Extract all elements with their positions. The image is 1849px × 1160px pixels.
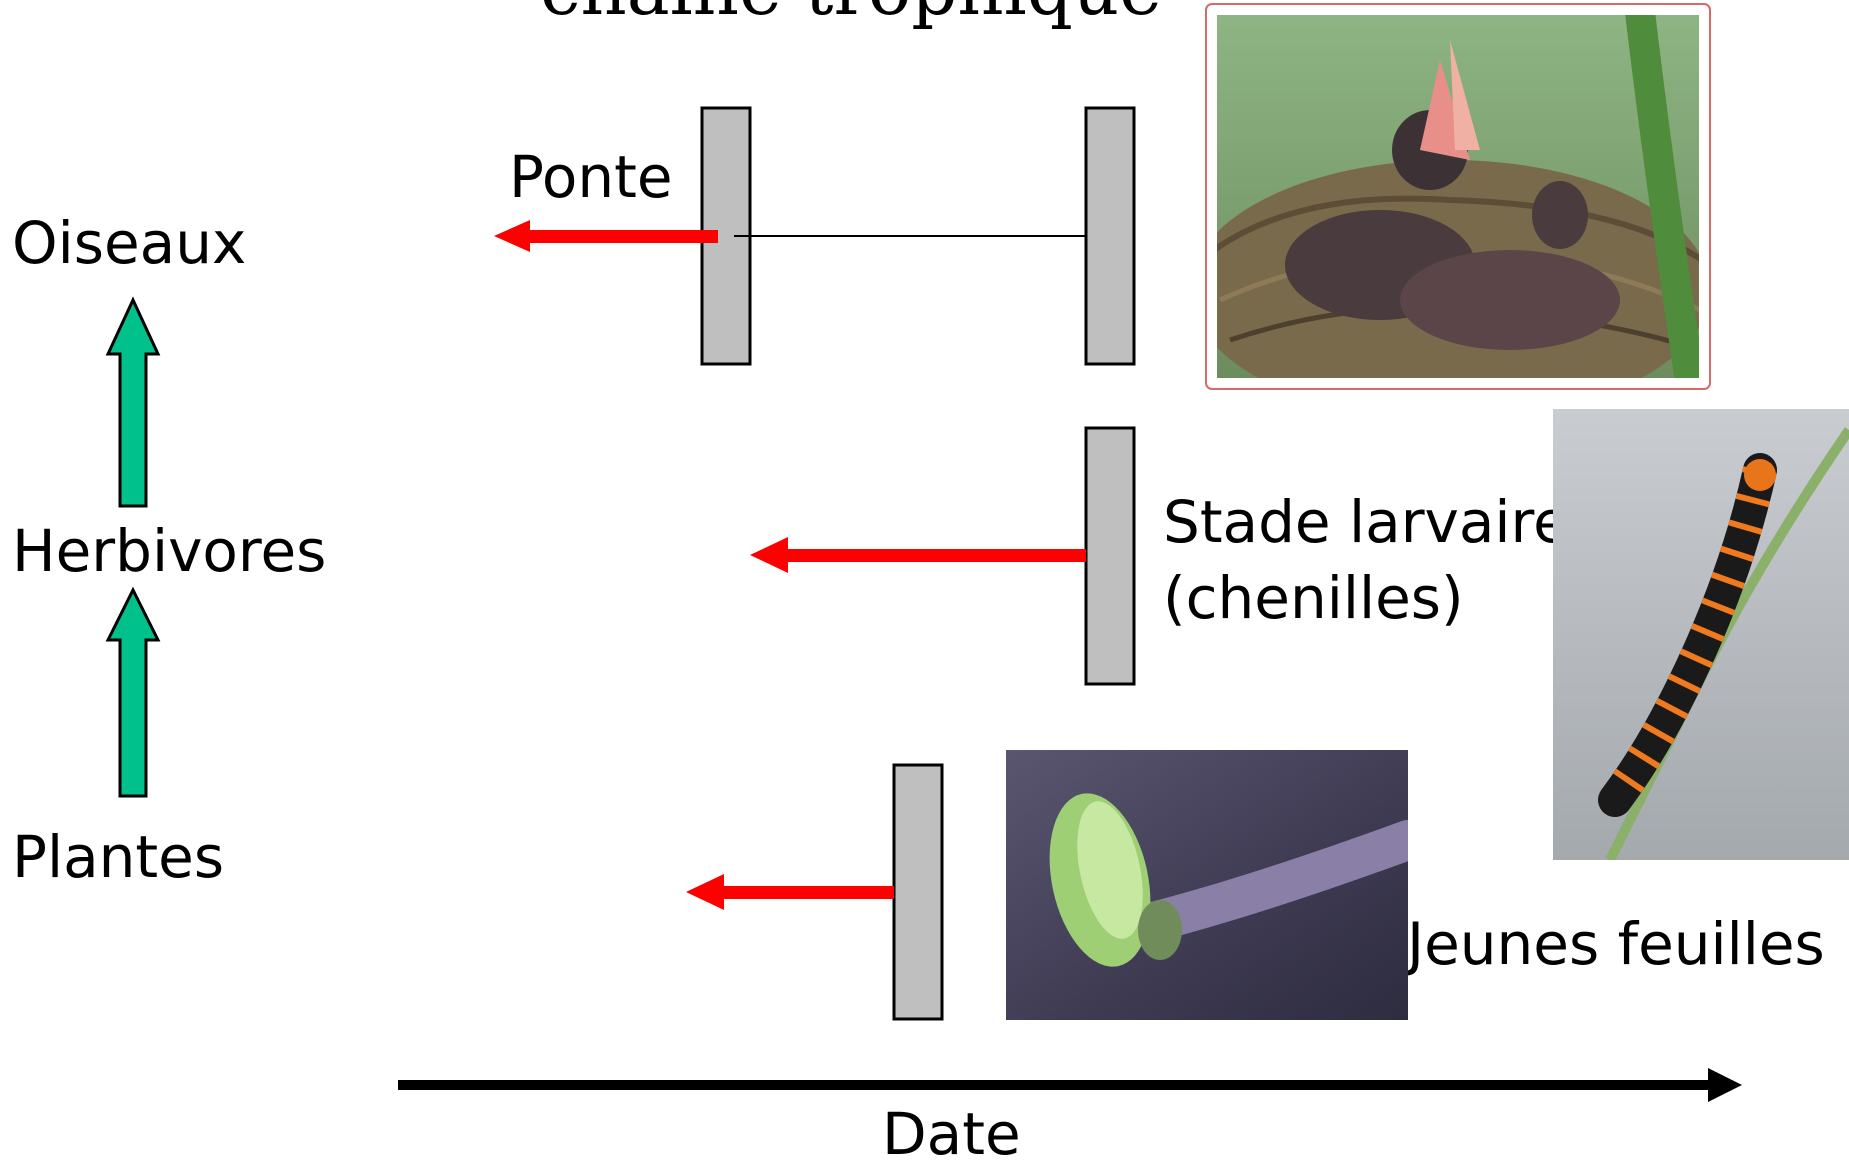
trophic-arrow-upper	[108, 300, 158, 506]
date-axis-arrow	[398, 1068, 1742, 1102]
birds-period-bar-original	[1086, 108, 1134, 364]
caterpillar-photo	[1553, 409, 1849, 860]
ponte-label: Ponte	[509, 143, 673, 211]
birds-shift-arrow	[494, 220, 718, 252]
trophic-arrow-lower	[108, 590, 158, 796]
leaves-shift-arrow	[686, 874, 894, 910]
date-axis-label: Date	[882, 1100, 1021, 1160]
larval-shift-arrow	[750, 537, 1086, 573]
leaves-period-bar	[894, 765, 942, 1019]
larval-period-bar	[1086, 428, 1134, 684]
young-leaves-label: Jeunes feuilles	[1404, 910, 1825, 978]
nestlings-photo	[1190, 4, 1710, 420]
level-label-birds: Oiseaux	[12, 209, 246, 277]
level-label-plants: Plantes	[12, 823, 224, 891]
slide-title: chaîne trophique	[540, 0, 1162, 31]
level-label-herbivores: Herbivores	[12, 517, 326, 585]
larval-stage-sublabel: (chenilles)	[1163, 564, 1464, 632]
leaf-bud-photo	[1006, 750, 1408, 1020]
larval-stage-label: Stade larvaire	[1163, 488, 1569, 556]
